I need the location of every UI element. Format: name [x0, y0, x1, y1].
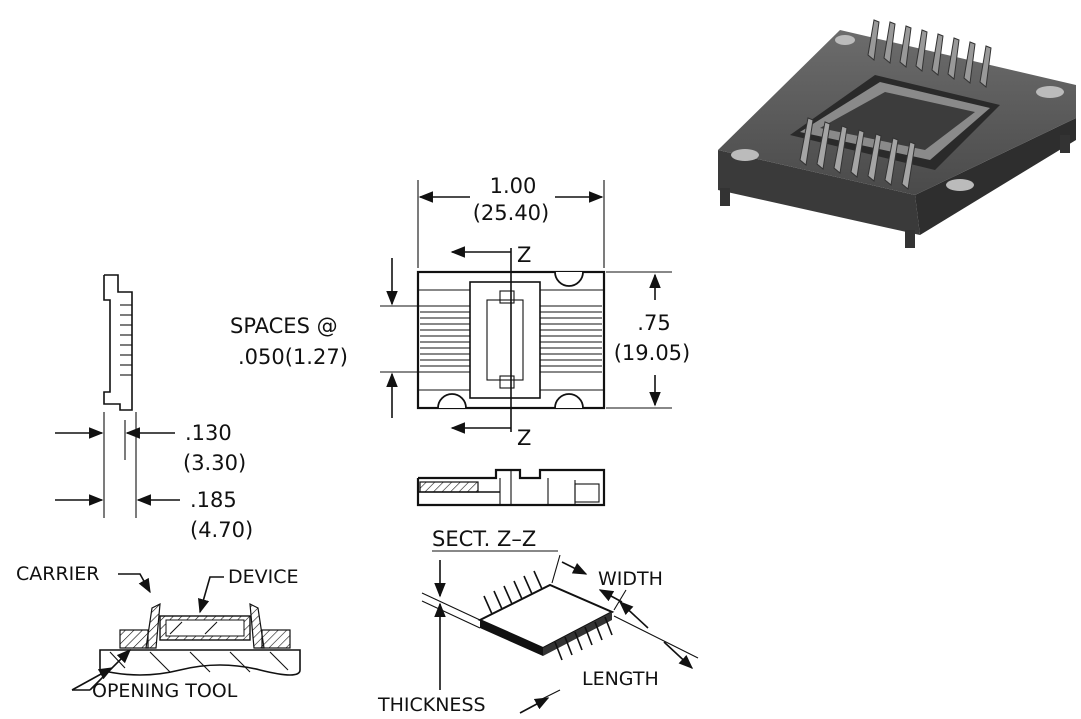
- section-title: SECT. Z–Z: [432, 527, 536, 551]
- side-dim-2-mm: (4.70): [190, 518, 253, 542]
- side-dim-1-mm: (3.30): [183, 451, 246, 475]
- height-dim-mm: (19.05): [614, 341, 691, 365]
- width-dim-mm: (25.40): [473, 201, 550, 225]
- side-dim-2-inch: .185: [190, 488, 237, 512]
- spacing-line-1: SPACES @: [230, 314, 338, 338]
- carrier-photo: [718, 19, 1076, 248]
- device-isometric: WIDTH LENGTH THICKNESS: [377, 554, 699, 716]
- length-label: LENGTH: [582, 668, 659, 690]
- device-label: DEVICE: [228, 566, 299, 588]
- section-z-z: SECT. Z–Z: [416, 468, 606, 552]
- width-dim-inch: 1.00: [490, 174, 537, 198]
- opening-tool-view: CARRIER DEVICE OPENING TOOL: [16, 563, 301, 702]
- opening-tool-label: OPENING TOOL: [92, 680, 238, 702]
- thickness-label: THICKNESS: [377, 694, 486, 716]
- side-dim-1-inch: .130: [185, 421, 232, 445]
- section-mark-bottom: Z: [517, 426, 531, 450]
- carrier-label: CARRIER: [16, 563, 99, 585]
- section-mark-top: Z: [517, 243, 531, 267]
- height-dim-inch: .75: [637, 311, 670, 335]
- spacing-line-2: .050(1.27): [238, 345, 348, 369]
- side-view: .130 (3.30) .185 (4.70): [55, 274, 253, 542]
- top-view: 1.00 (25.40): [230, 174, 690, 450]
- width-label: WIDTH: [598, 568, 663, 590]
